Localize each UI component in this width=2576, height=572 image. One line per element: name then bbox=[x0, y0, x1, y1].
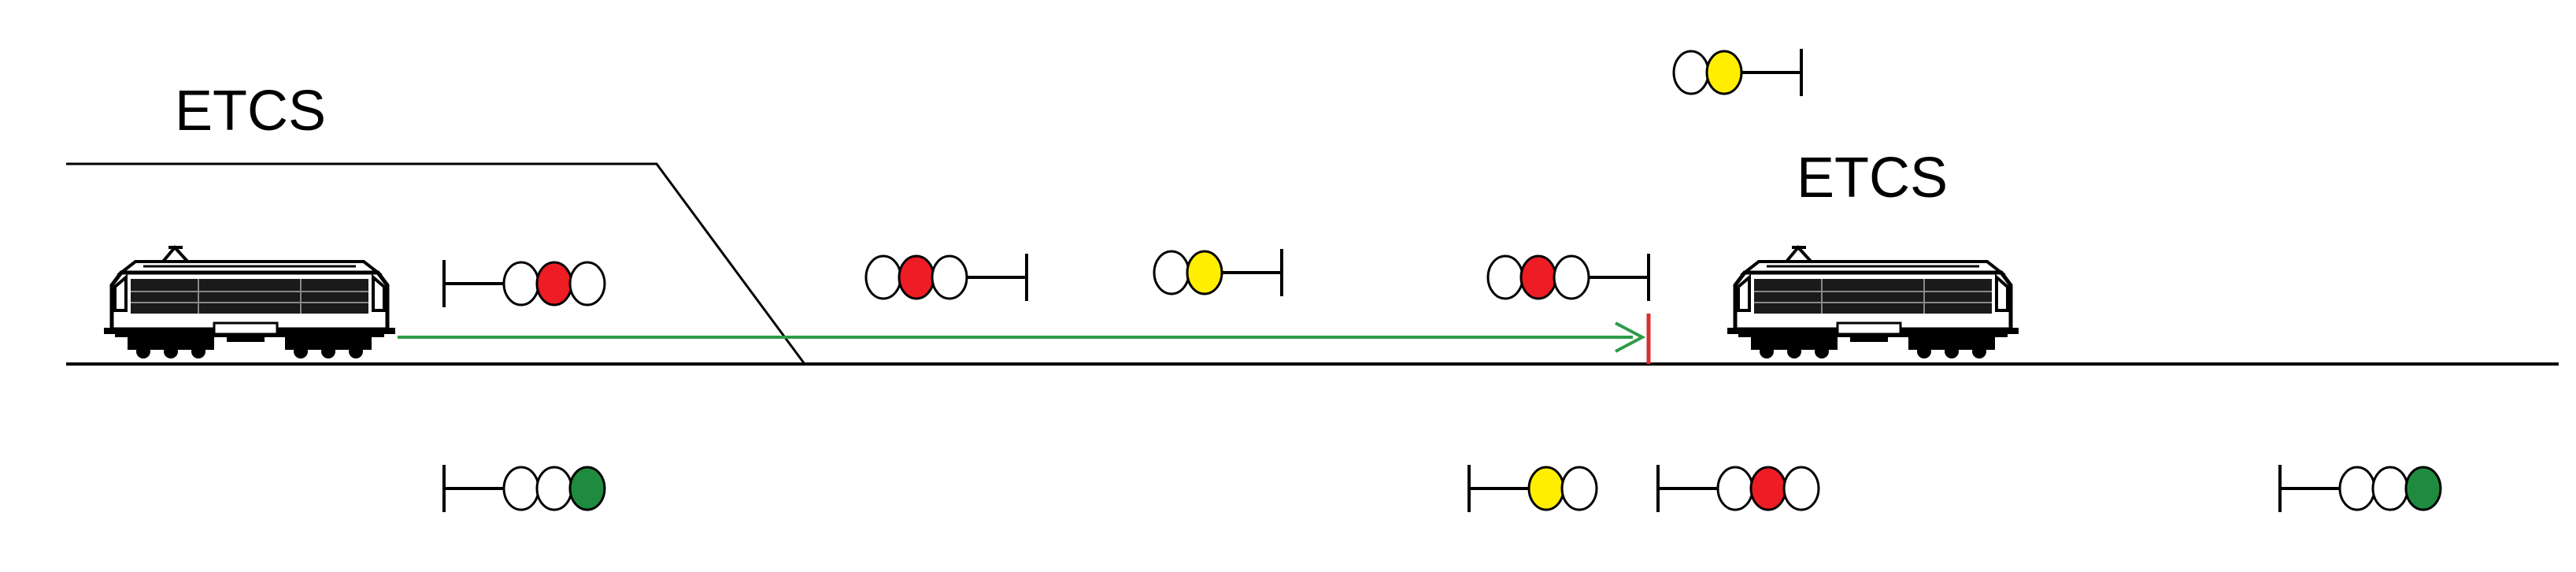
etcs-area-boundary bbox=[66, 162, 806, 365]
signal-lamp-off bbox=[2338, 466, 2376, 511]
signal-lamp-off bbox=[502, 466, 540, 511]
signal-lamp-yellow bbox=[1186, 250, 1223, 295]
signal-lamp-off bbox=[568, 261, 606, 306]
signal-lamp-off bbox=[502, 261, 540, 306]
movement-authority-arrow bbox=[398, 321, 1646, 353]
etcs-label-right: ETCS bbox=[1797, 147, 1948, 210]
signal-lamp-green bbox=[568, 466, 606, 511]
signal-lamp-off bbox=[864, 254, 902, 300]
signal-lower-center bbox=[1656, 465, 1820, 512]
signal-left-train-front bbox=[442, 260, 606, 307]
signal-block-3 bbox=[1486, 254, 1650, 301]
locomotive-right bbox=[1727, 247, 2019, 358]
signal-lamp-green bbox=[2404, 466, 2442, 511]
signal-lamp-off bbox=[535, 466, 573, 511]
signal-upper-right bbox=[1672, 49, 1803, 96]
signal-lamp-off bbox=[1782, 466, 1820, 511]
signal-lamp-off bbox=[1716, 466, 1754, 511]
signal-lamp-yellow bbox=[1527, 466, 1565, 511]
signal-lamp-red bbox=[898, 254, 935, 300]
signal-lamp-red bbox=[1519, 254, 1557, 300]
signal-lamp-off bbox=[1560, 466, 1598, 511]
etcs-label-left: ETCS bbox=[175, 80, 326, 143]
signal-lamp-off bbox=[2371, 466, 2409, 511]
signals-group bbox=[442, 49, 2442, 512]
signal-lamp-off bbox=[931, 254, 968, 300]
signal-block-1 bbox=[864, 254, 1028, 301]
signal-lamp-off bbox=[1672, 50, 1710, 95]
locomotive-left bbox=[104, 247, 395, 358]
signal-lamp-red bbox=[1749, 466, 1787, 511]
signal-lamp-off bbox=[1153, 250, 1190, 295]
signal-lamp-red bbox=[535, 261, 573, 306]
signal-lamp-off bbox=[1553, 254, 1590, 300]
signal-lower-left bbox=[442, 465, 606, 512]
signal-lower-right bbox=[2278, 465, 2442, 512]
signal-lower-middle bbox=[1468, 465, 1598, 512]
signal-lamp-off bbox=[1486, 254, 1524, 300]
signal-lamp-yellow bbox=[1705, 50, 1743, 95]
signal-block-2 bbox=[1153, 249, 1283, 296]
